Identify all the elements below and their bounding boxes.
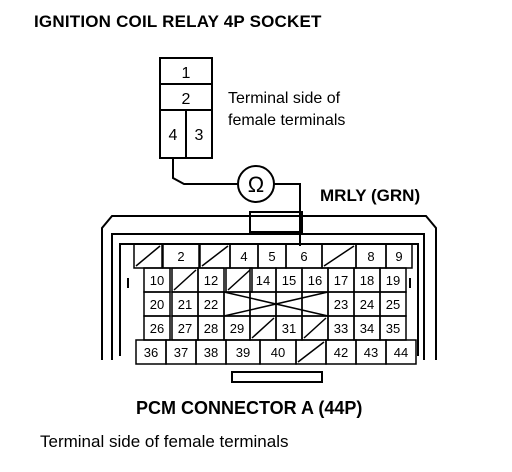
pcm-terminal-label: 25	[386, 297, 400, 312]
empty-cavity-mark	[323, 245, 355, 267]
pcm-shell-outer	[101, 215, 437, 360]
pcm-terminal-label: 33	[334, 321, 348, 336]
pcm-cavity	[249, 291, 277, 317]
relay-terminal-label: 4	[169, 127, 178, 144]
pcm-cavity	[385, 339, 417, 365]
pcm-latch	[249, 211, 303, 233]
pcm-terminal-label: 4	[240, 249, 247, 264]
pcm-terminal-label: 5	[268, 249, 275, 264]
pcm-terminal-label: 17	[334, 273, 348, 288]
pcm-terminal-label: 35	[386, 321, 400, 336]
pcm-terminal-label: 21	[178, 297, 192, 312]
relay-terminal-label: 1	[182, 65, 191, 82]
test-lead	[172, 158, 238, 185]
empty-cavity-mark	[227, 269, 251, 291]
pcm-terminal-caption: Terminal side of female terminals	[40, 432, 289, 451]
pcm-terminal-label: 29	[230, 321, 244, 336]
pcm-terminal-label: 20	[150, 297, 164, 312]
pcm-terminal-label: 40	[271, 345, 285, 360]
pcm-terminal-label: 42	[334, 345, 348, 360]
pcm-terminal-label: 8	[367, 249, 374, 264]
pcm-terminal-label: 6	[300, 249, 307, 264]
empty-cavity-mark	[251, 317, 275, 339]
pcm-terminal-label: 10	[150, 273, 164, 288]
pcm-terminal-label: 22	[204, 297, 218, 312]
relay-terminal-caption: Terminal side of female terminals	[228, 88, 428, 132]
test-lead	[274, 183, 301, 246]
pcm-terminal-label: 26	[150, 321, 164, 336]
pcm-terminal-label: 12	[204, 273, 218, 288]
ohm-meter-icon: Ω	[248, 172, 264, 197]
wire-label: MRLY (GRN)	[320, 186, 421, 205]
pcm-terminal-label: 31	[282, 321, 296, 336]
relay-socket-title: IGNITION COIL RELAY 4P SOCKET	[34, 12, 322, 31]
empty-cavity-mark	[303, 317, 327, 339]
pcm-bottom-key	[231, 371, 323, 383]
pcm-terminal-label: 16	[308, 273, 322, 288]
pcm-terminal-label: 18	[360, 273, 374, 288]
pcm-terminal-label: 43	[364, 345, 378, 360]
relay-terminal-label: 3	[195, 127, 204, 144]
pcm-terminal-label: 2	[177, 249, 184, 264]
pcm-shell-inner	[111, 233, 425, 360]
pcm-terminal-label: 27	[178, 321, 192, 336]
pcm-terminal-label: 38	[204, 345, 218, 360]
pcm-terminal-label: 34	[360, 321, 374, 336]
empty-cavity-mark	[135, 245, 161, 267]
pcm-terminal-label: 19	[386, 273, 400, 288]
pcm-terminal-label: 39	[236, 345, 250, 360]
pcm-cavity	[275, 291, 303, 317]
pcm-terminal-label: 14	[256, 273, 270, 288]
pcm-terminal-label: 9	[395, 249, 402, 264]
pcm-terminal-label: 24	[360, 297, 374, 312]
empty-cavity-mark	[297, 341, 325, 363]
pcm-connector-title: PCM CONNECTOR A (44P)	[136, 398, 363, 418]
pcm-terminal-label: 37	[174, 345, 188, 360]
blocked-area-cross	[223, 291, 329, 317]
pcm-terminal-label: 28	[204, 321, 218, 336]
empty-cavity-mark	[173, 269, 197, 291]
relay-caption-line2: female terminals	[228, 112, 346, 129]
relay-terminal-label: 2	[182, 91, 191, 108]
pcm-terminal-label: 36	[144, 345, 158, 360]
empty-cavity-mark	[201, 245, 229, 267]
pcm-terminal-label: 15	[282, 273, 296, 288]
pcm-terminal-label: 23	[334, 297, 348, 312]
relay-caption-line1: Terminal side of	[228, 90, 341, 107]
pcm-terminal-label: 44	[394, 345, 408, 360]
